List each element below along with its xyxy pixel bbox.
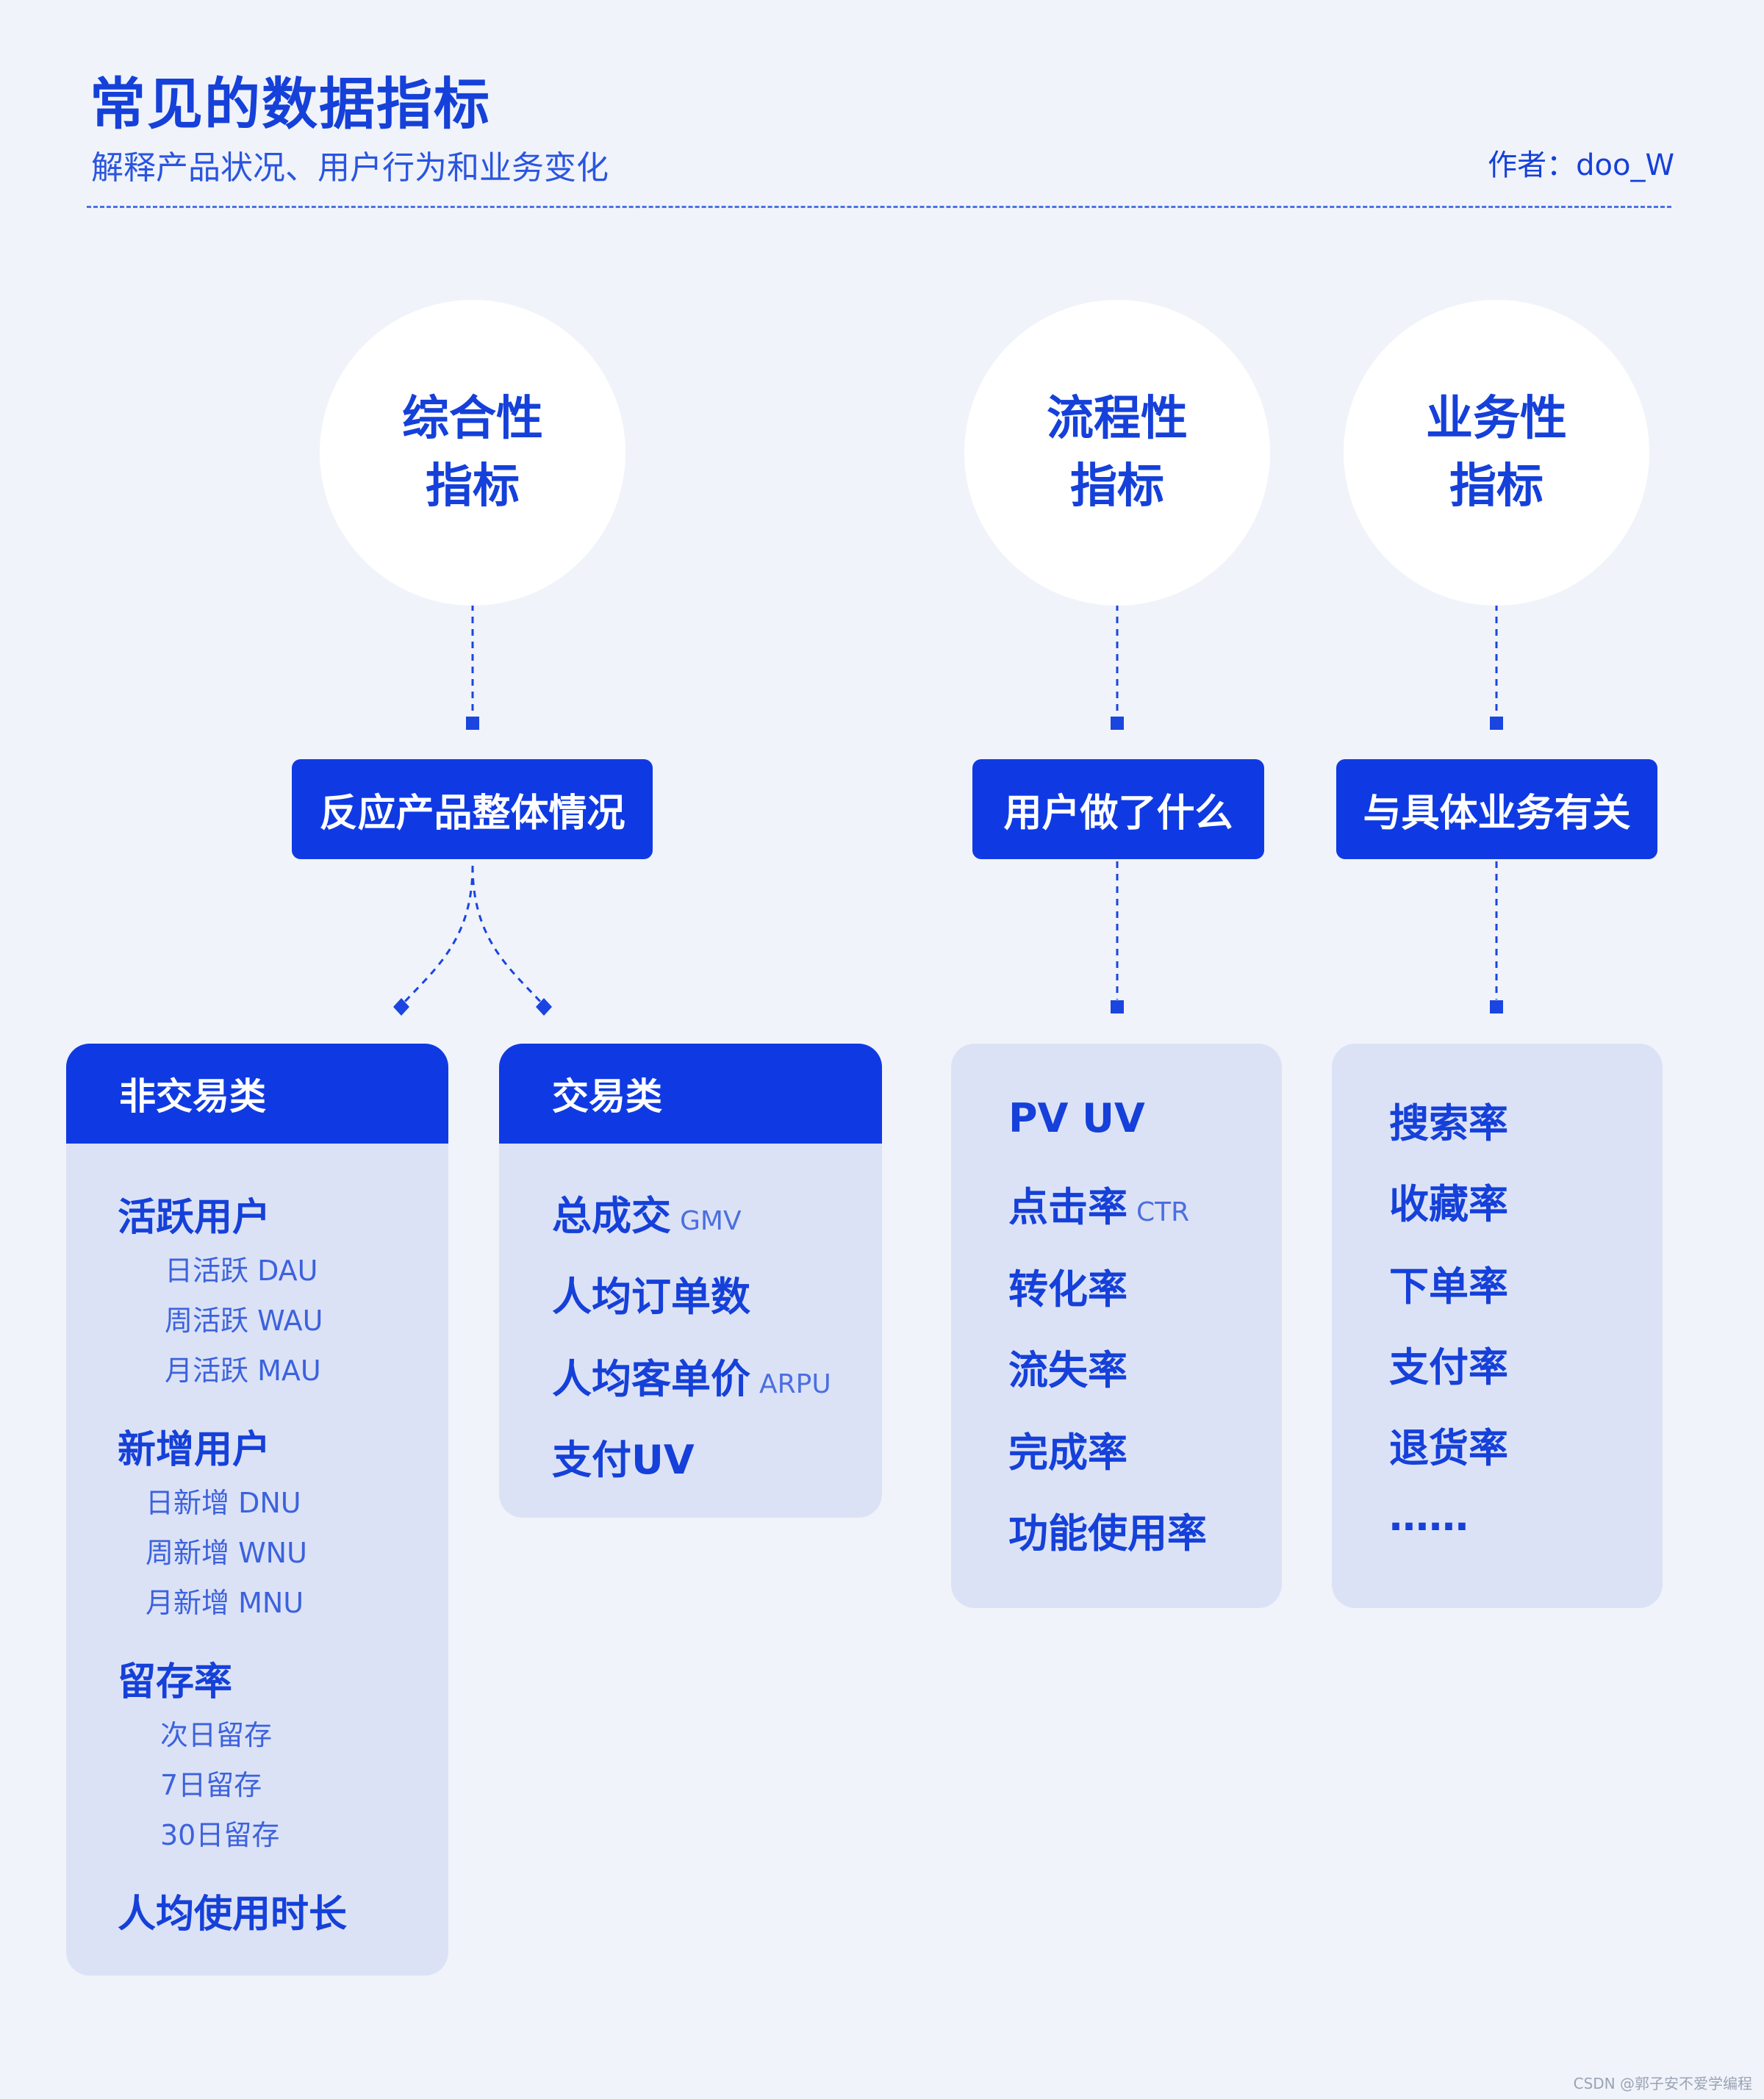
metric-item: 30日留存	[160, 1819, 280, 1851]
metric-item: 流失率	[1008, 1338, 1127, 1396]
panel-transaction: 交易类 总成交 GMV 人均订单数 人均客单价 ARPU 支付UV	[499, 1044, 882, 1518]
connector-diamond-left	[393, 998, 409, 1016]
circle-line: 指标	[1449, 459, 1544, 514]
panel-business-metrics: 搜索率 收藏率 下单率 支付率 退货率 ……	[1332, 1044, 1663, 1608]
circle-line: 指标	[426, 459, 520, 514]
circle-line: 综合性	[402, 392, 543, 446]
metric-name: 转化率	[1008, 1266, 1127, 1313]
metric-item: ……	[1389, 1493, 1469, 1540]
panel-process-metrics: PV UV 点击率 CTR 转化率 流失率 完成率 功能使用率	[951, 1044, 1282, 1608]
metric-item: 下单率	[1389, 1263, 1508, 1310]
metric-item: 周活跃 WAU	[165, 1305, 323, 1337]
metric-item: 点击率 CTR	[1008, 1174, 1189, 1233]
metric-name: 人均订单数	[552, 1274, 750, 1320]
connector-square-1	[466, 717, 479, 730]
connector-square-5	[1490, 1000, 1503, 1013]
circle-comprehensive-metrics: 综合性 指标	[320, 300, 625, 606]
label-business-specific: 与具体业务有关	[1336, 759, 1657, 859]
label-user-actions: 用户做了什么	[972, 759, 1264, 859]
group-title: 人均使用时长	[118, 1892, 348, 1937]
metric-item: 转化率	[1008, 1257, 1127, 1315]
connector-1-right-branch	[471, 865, 545, 1007]
page-title: 常见的数据指标	[90, 71, 491, 137]
metric-item: 次日留存	[160, 1719, 273, 1751]
metric-item: 支付UV	[552, 1427, 695, 1485]
metric-name: 点击率	[1008, 1184, 1127, 1230]
metric-name: 流失率	[1008, 1347, 1127, 1393]
metric-name: 人均客单价	[552, 1356, 750, 1402]
circle-business-metrics: 业务性 指标	[1344, 300, 1649, 606]
page-subtitle: 解释产品状况、用户行为和业务变化	[91, 149, 609, 187]
metric-item: 月活跃 MAU	[165, 1355, 321, 1387]
group-title: 留存率	[118, 1660, 233, 1704]
panel-header: 交易类	[499, 1044, 882, 1144]
metric-name: 支付UV	[552, 1437, 695, 1483]
metric-item: 周新增 WNU	[146, 1537, 307, 1569]
metric-name: PV UV	[1008, 1095, 1145, 1141]
metric-abbr: GMV	[680, 1206, 742, 1236]
metric-abbr: CTR	[1136, 1197, 1190, 1227]
circle-process-metrics: 流程性 指标	[964, 300, 1270, 606]
circle-line: 流程性	[1047, 392, 1188, 446]
metric-item: 完成率	[1008, 1420, 1127, 1478]
metric-name: 总成交	[552, 1193, 671, 1239]
metric-item: 月新增 MNU	[146, 1587, 304, 1619]
metric-item: 退货率	[1389, 1425, 1508, 1471]
connector-diamond-right	[536, 998, 552, 1016]
metric-item: 收藏率	[1389, 1181, 1508, 1227]
metric-item: 人均订单数	[552, 1264, 750, 1322]
metric-abbr: ARPU	[759, 1369, 831, 1399]
metric-item: 功能使用率	[1008, 1501, 1207, 1559]
watermark: CSDN @郭子安不爱学编程	[1573, 2075, 1752, 2092]
metric-item: 7日留存	[160, 1769, 262, 1801]
metric-item: 人均客单价 ARPU	[552, 1346, 831, 1404]
header-divider	[87, 206, 1671, 208]
panel-non-transaction: 非交易类 活跃用户 日活跃 DAU 周活跃 WAU 月活跃 MAU 新增用户 日…	[66, 1044, 448, 1976]
group-title: 新增用户	[118, 1428, 271, 1472]
label-overall-product: 反应产品整体情况	[292, 759, 653, 859]
connector-square-2	[1111, 717, 1124, 730]
connector-square-3	[1490, 717, 1503, 730]
metric-item: 总成交 GMV	[552, 1183, 742, 1241]
connector-square-4	[1111, 1000, 1124, 1013]
metric-item: 日活跃 DAU	[165, 1255, 318, 1287]
metric-name: 功能使用率	[1008, 1510, 1207, 1557]
metric-name: 完成率	[1008, 1429, 1127, 1476]
panel-header: 非交易类	[66, 1044, 448, 1144]
metric-item: 日新增 DNU	[146, 1487, 301, 1519]
circle-line: 指标	[1070, 459, 1164, 514]
connector-1-left-branch	[400, 865, 474, 1007]
author-label: 作者：doo_W	[1488, 148, 1674, 182]
circle-line: 业务性	[1426, 392, 1567, 446]
metric-item: 支付率	[1389, 1344, 1508, 1391]
group-title: 活跃用户	[118, 1196, 271, 1240]
metric-item: PV UV	[1008, 1095, 1145, 1141]
metric-item: 搜索率	[1389, 1100, 1508, 1147]
